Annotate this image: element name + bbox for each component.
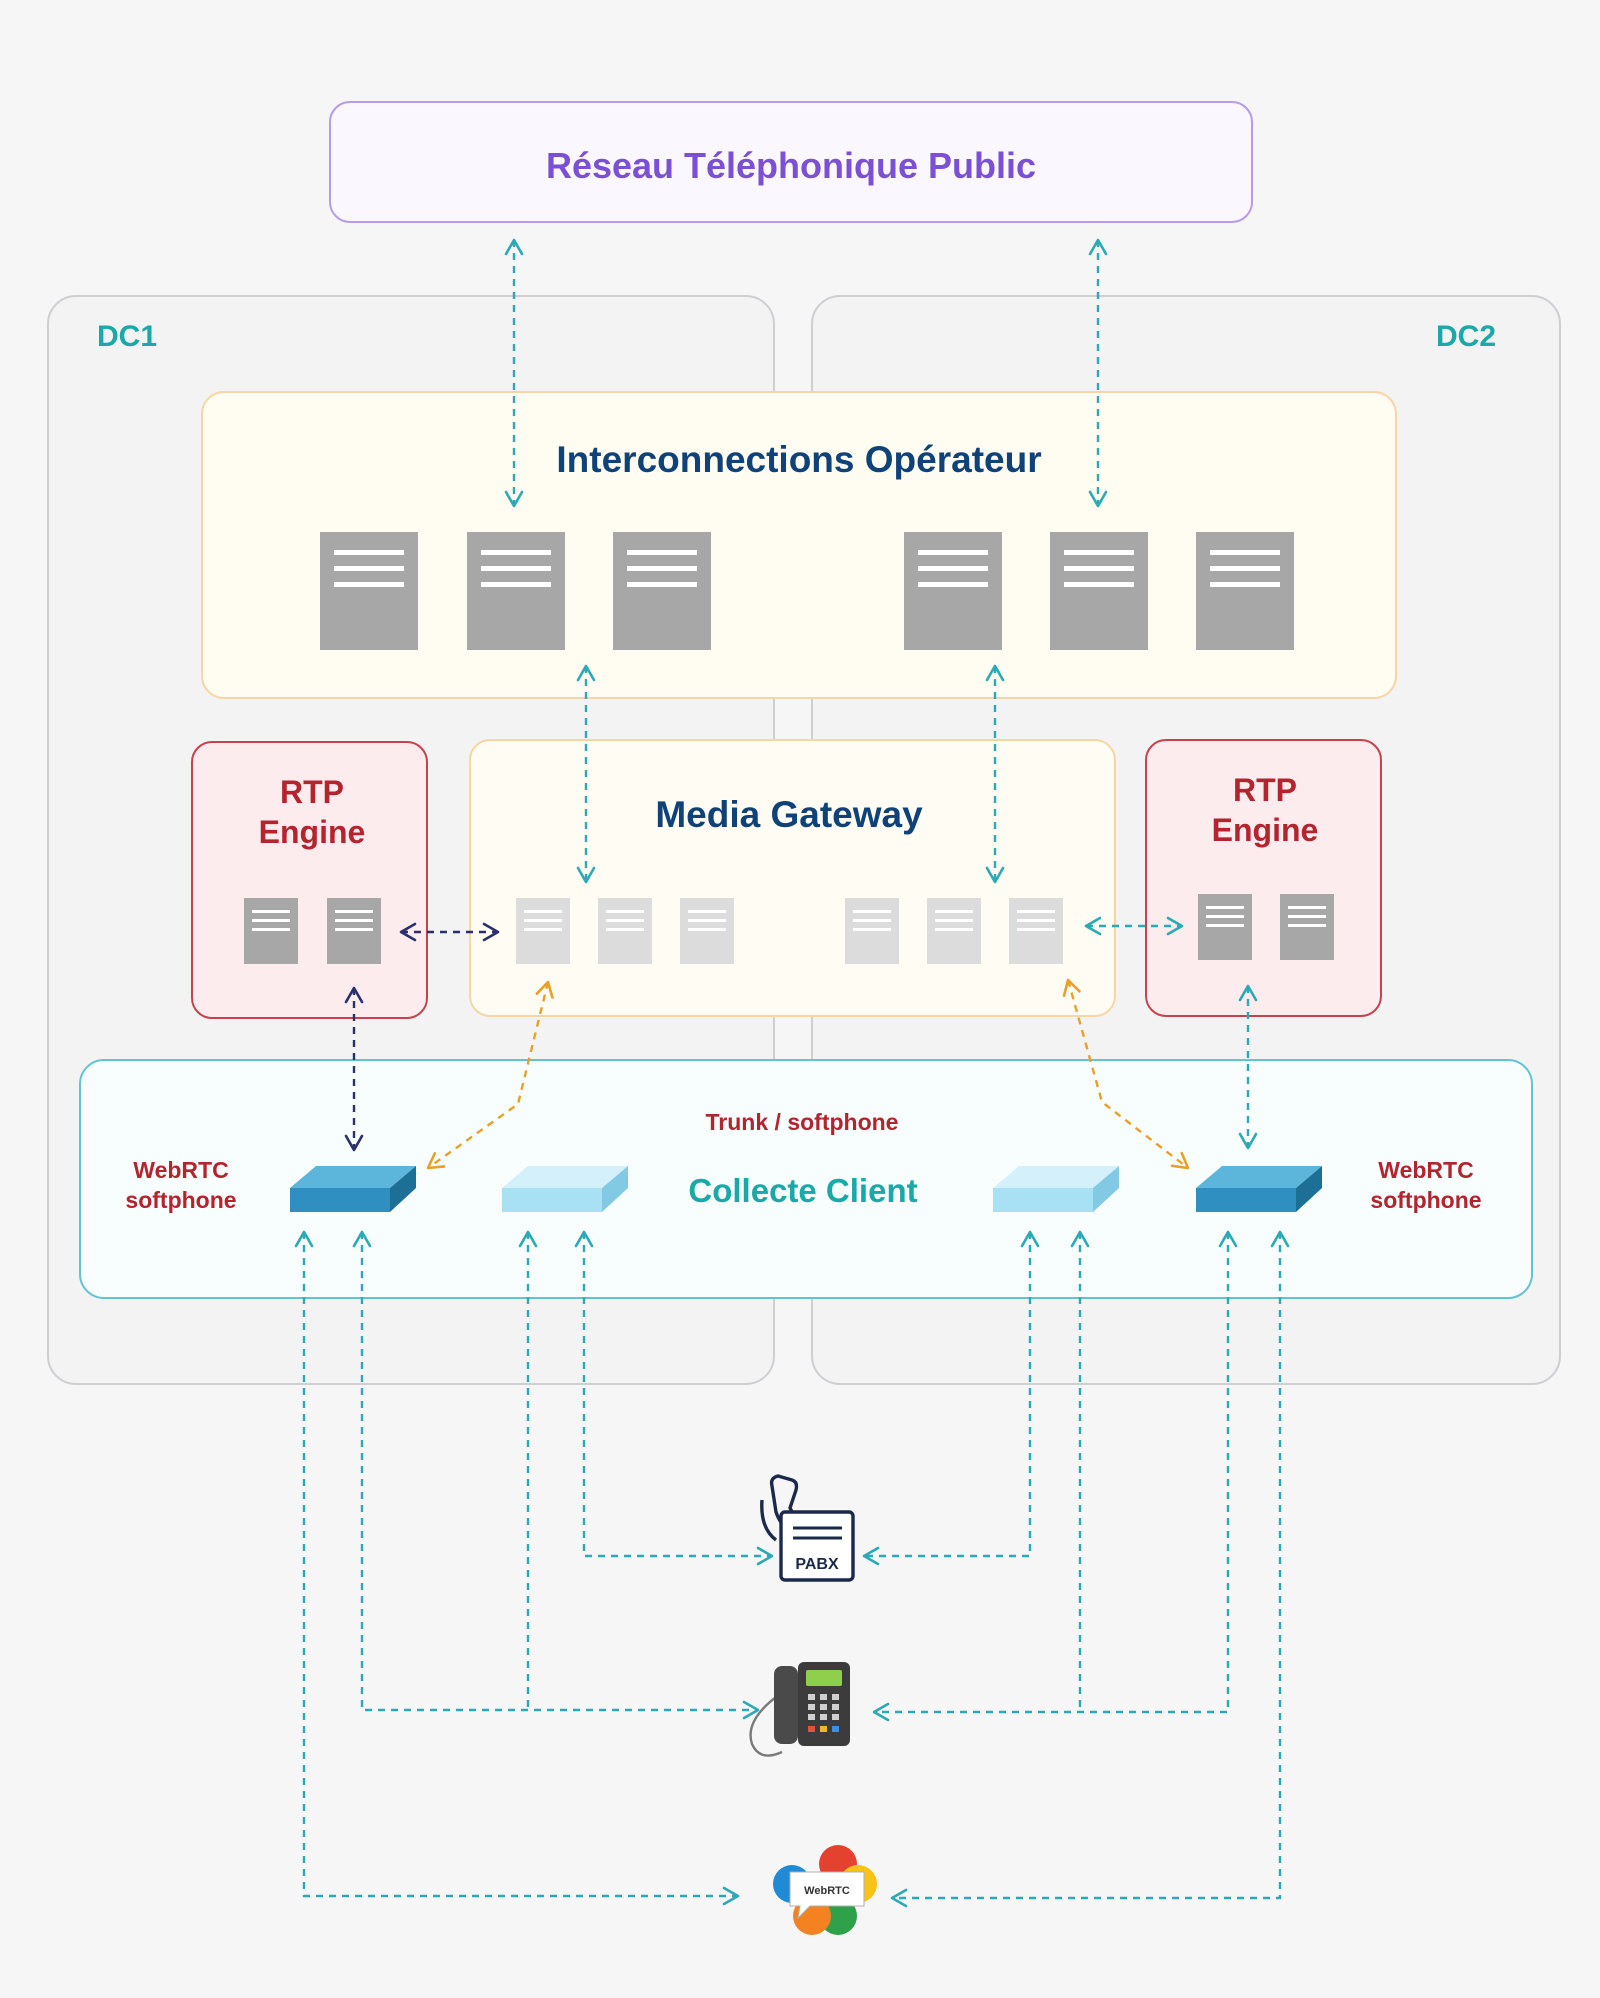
webrtc-softphone-label-right: WebRTC softphone <box>1370 1155 1481 1215</box>
link-switch1-deskphone <box>352 1230 760 1720</box>
operator-servers <box>320 532 1294 650</box>
server-icon <box>1009 898 1063 964</box>
rtp-engine-line2: Engine <box>258 814 366 850</box>
trunk-softphone-label: Trunk / softphone <box>705 1109 899 1135</box>
webrtc-softphone-line1: WebRTC <box>133 1157 229 1183</box>
link-mgw-switch-right <box>1062 978 1190 1170</box>
server-icon <box>327 898 381 964</box>
operator-interconnections-label: Interconnections Opérateur <box>556 439 1042 480</box>
connection-links <box>294 238 1290 1908</box>
media-gateway-box <box>469 739 1116 1017</box>
webrtc-softphone-line1: WebRTC <box>1378 1157 1474 1183</box>
server-icon <box>613 532 711 650</box>
webrtc-softphone-line2: softphone <box>125 1187 237 1213</box>
rtp-engine-line1: RTP <box>1232 772 1297 808</box>
server-icon <box>904 532 1002 650</box>
server-icon <box>845 898 899 964</box>
rtp-engine-line1: RTP <box>279 774 344 810</box>
server-icon <box>516 898 570 964</box>
server-icon <box>1050 532 1148 650</box>
server-icon <box>1198 894 1252 960</box>
switch-icon <box>290 1166 416 1212</box>
server-icon <box>244 898 298 964</box>
webrtc-logo-label: WebRTC <box>804 1885 850 1897</box>
media-gateway-label: Media Gateway <box>655 794 923 835</box>
server-icon <box>927 898 981 964</box>
public-network-label: Réseau Téléphonique Public <box>545 145 1037 186</box>
webrtc-logo: WebRTC <box>773 1845 877 1935</box>
link-mgw-switch-left <box>426 980 554 1170</box>
public-network-box <box>329 101 1253 223</box>
server-icon <box>320 532 418 650</box>
webrtc-softphone-line2: softphone <box>1370 1187 1482 1213</box>
switch-icon <box>502 1166 628 1212</box>
switch-icon <box>993 1166 1119 1212</box>
pabx-label: PABX <box>795 1556 839 1573</box>
server-icon <box>1280 894 1334 960</box>
desk-phone-icon <box>749 1662 850 1757</box>
server-icon <box>680 898 734 964</box>
rtp-engine-line2: Engine <box>1211 812 1319 848</box>
link-switch4-webrtc <box>890 1230 1290 1908</box>
dc2-label: DC2 <box>1436 320 1497 353</box>
link-switch2-pabx <box>574 1230 774 1566</box>
pabx-icon: PABX <box>760 1474 855 1582</box>
server-icon <box>467 532 565 650</box>
rtp-engine-label-right: RTP Engine <box>1212 770 1319 850</box>
switch-icon <box>1196 1166 1322 1212</box>
dc1-label: DC1 <box>97 320 158 353</box>
media-gateway-servers <box>516 898 1063 964</box>
server-icon <box>1196 532 1294 650</box>
server-icon <box>598 898 652 964</box>
link-switch1-webrtc <box>294 1230 740 1906</box>
rtp-engine-label-left: RTP Engine <box>259 772 366 852</box>
rtp-engine-servers <box>244 894 1334 964</box>
customer-collection-label: Collecte Client <box>688 1172 918 1209</box>
switches <box>290 1166 1322 1212</box>
webrtc-softphone-label-left: WebRTC softphone <box>125 1155 236 1215</box>
